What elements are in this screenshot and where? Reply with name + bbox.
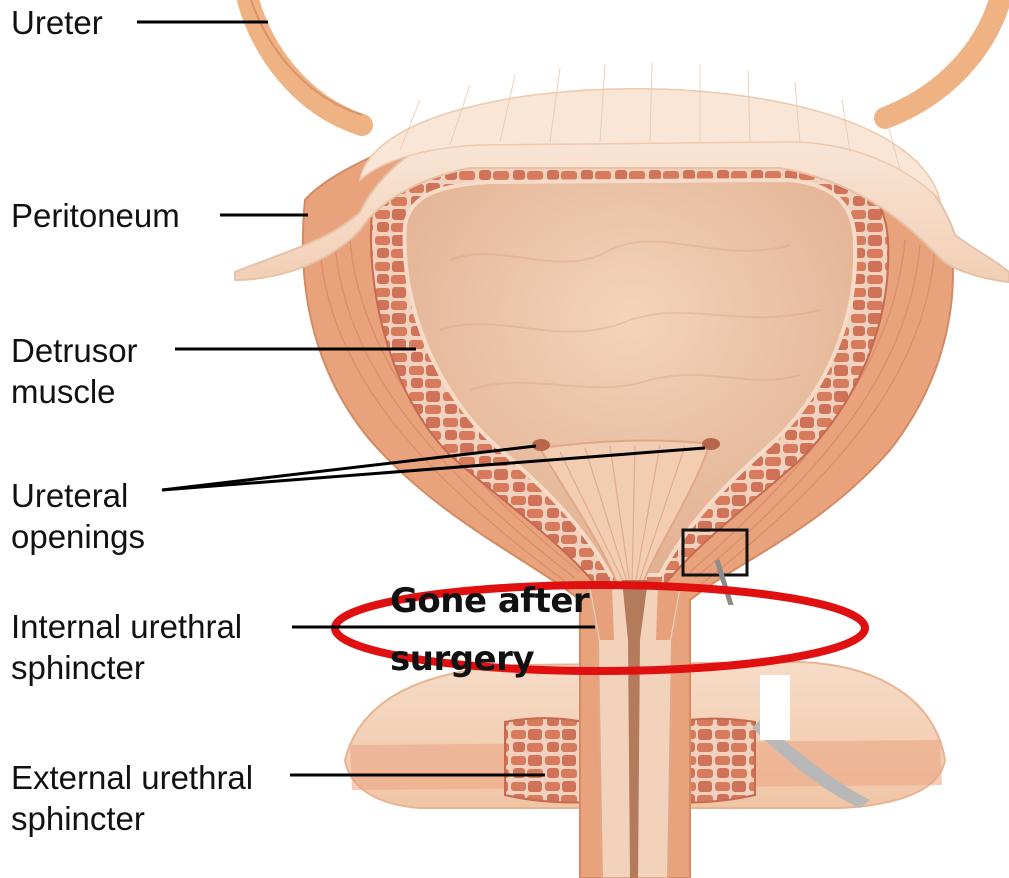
ureter-right [874,0,1009,129]
label-ureteral-line1: Ureteral [11,477,129,514]
leader-lines [137,20,706,777]
label-external-line1: External urethral [11,759,254,796]
instrument-lower [752,720,870,808]
label-peritoneum-text: Peritoneum [11,197,180,234]
marker-box [681,528,749,577]
urethra-lumen [622,580,648,878]
ureteral-opening-right [702,438,720,450]
internal-sphincter-right [656,585,680,640]
trigone [538,439,712,591]
annotation-gone-after-surgery: Gone after surgery [390,572,590,688]
label-detrusor-line2: muscle [11,373,116,410]
white-patch-1 [715,605,795,655]
ureter-left [237,0,373,136]
label-ureteral-openings: Ureteral openings [11,475,145,557]
label-external-line2: sphincter [11,800,145,837]
bladder-lumen [402,177,858,577]
label-internal-line2: sphincter [11,649,145,686]
peritoneum-dome [358,87,942,203]
label-ureter: Ureter [11,2,103,43]
annotation-line1: Gone after [390,581,590,621]
label-external-urethral-sphincter: External urethral sphincter [11,757,253,839]
trigone-striations [559,444,686,586]
internal-sphincter-left [590,585,614,640]
ureteral-opening-left [532,439,550,451]
ureter-left-edge [250,0,363,116]
label-internal-urethral-sphincter: Internal urethral sphincter [11,606,242,688]
lumen-folds [439,240,821,391]
label-ureteral-line2: openings [11,518,145,555]
leader-ureteral-right [161,446,706,492]
label-ureter-text: Ureter [11,4,103,41]
label-detrusor-line1: Detrusor [11,332,138,369]
leader-ureteral-left [161,444,537,492]
label-peritoneum: Peritoneum [11,195,180,236]
white-patch-2 [760,675,790,740]
peritoneum-lines [399,62,901,171]
label-internal-line1: Internal urethral [11,608,243,645]
annotation-line2: surgery [390,639,535,679]
label-detrusor-muscle: Detrusor muscle [11,330,138,412]
